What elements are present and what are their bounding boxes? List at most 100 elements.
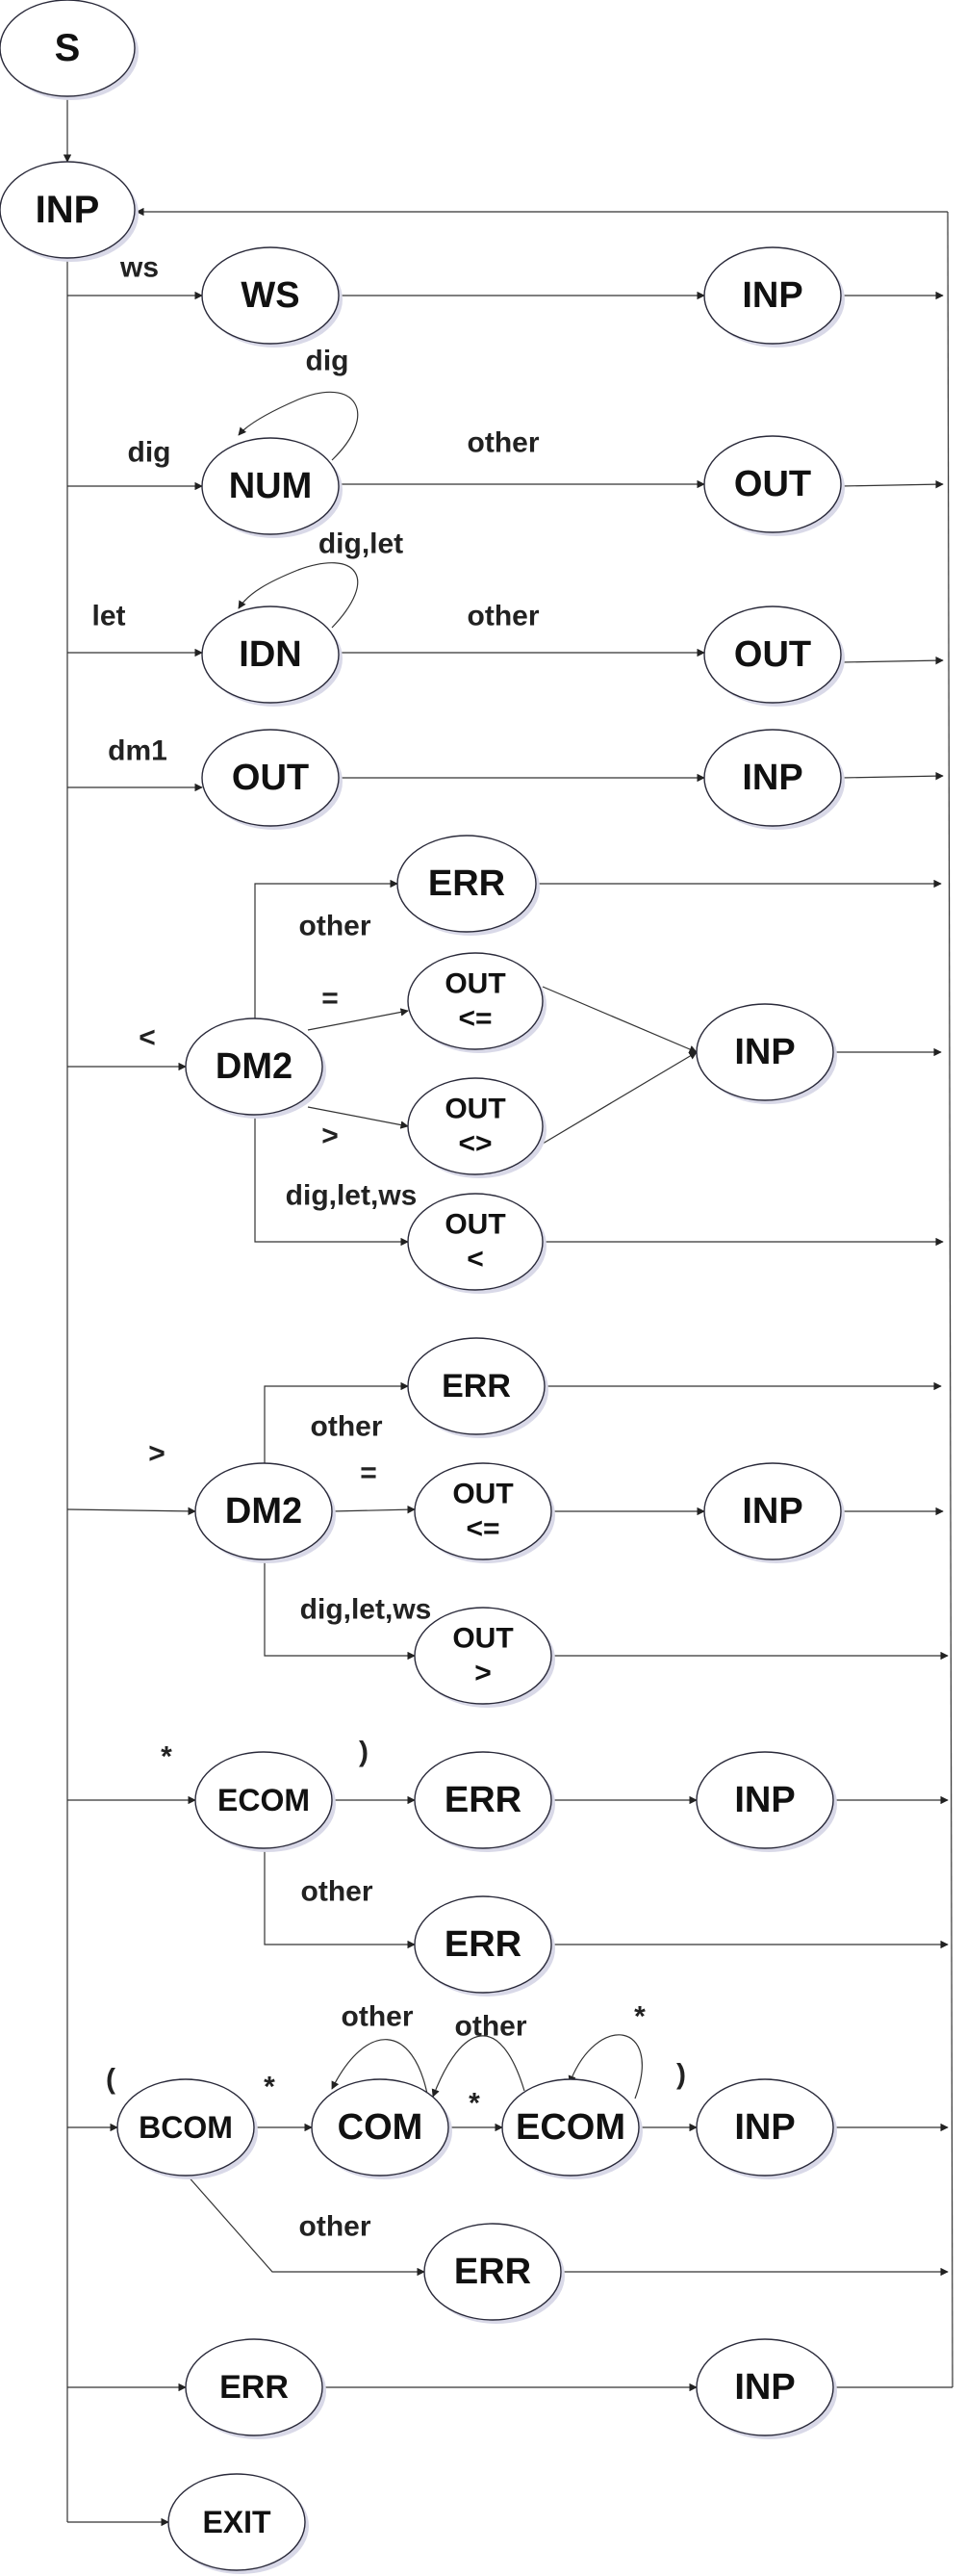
label-rparen-ecom: ) <box>359 1737 369 1768</box>
state-node-shape <box>414 1895 552 1994</box>
label-star-com: * <box>469 2088 480 2120</box>
label-rparen-bcom: ) <box>676 2059 686 2091</box>
state-node-idn: IDN <box>201 605 343 707</box>
state-node-ws: WS <box>201 246 343 348</box>
edge-idn-loop <box>238 562 359 629</box>
state-node-shape <box>703 246 842 345</box>
state-node-label: OUT <box>734 634 811 675</box>
edge-com-loop <box>331 2039 429 2099</box>
state-node-label: WS <box>241 275 299 316</box>
state-node-label: BCOM <box>139 2110 233 2145</box>
state-node-shape <box>703 605 842 704</box>
state-node-shape <box>407 952 544 1050</box>
state-node-shape <box>696 2078 834 2177</box>
state-node-shape <box>185 1018 323 1116</box>
state-node-shape <box>703 435 842 533</box>
state-node-dm2-lt: DM2 <box>185 1018 326 1119</box>
state-node-inp-ws: INP <box>703 246 845 348</box>
label-lt: < <box>139 1022 156 1054</box>
state-node-shape <box>703 1462 842 1560</box>
state-node-shape <box>116 2078 255 2177</box>
state-node-ecom2: ECOM <box>501 2078 643 2179</box>
state-node-shape <box>407 1077 544 1175</box>
state-node-label: INP <box>36 189 100 231</box>
state-node-shape <box>414 1607 552 1705</box>
state-node-inp-ecom1: INP <box>696 1751 837 1852</box>
state-node-label: OUT <box>452 1479 513 1510</box>
label-star-bcom: * <box>264 2072 275 2103</box>
label-other-ecom: other <box>301 1876 373 1908</box>
state-node-label: > <box>474 1658 492 1689</box>
state-node-label: OUT <box>445 1094 505 1125</box>
state-node-inp-dm1: INP <box>703 729 845 830</box>
state-node-label: COM <box>338 2107 423 2148</box>
state-node-shape <box>201 437 340 535</box>
edge-labels: ws dig dig other dig,let let other dm1 o… <box>91 252 686 2243</box>
edge-dm2-gt-ge <box>331 1505 416 1514</box>
state-node-err-ecom1-other: ERR <box>414 1895 555 1996</box>
state-node-shape <box>501 2078 640 2177</box>
state-node-label: < <box>467 1244 484 1275</box>
label-star-loop: * <box>634 2001 646 2033</box>
state-node-com: COM <box>311 2078 452 2179</box>
state-node-label: EXIT <box>202 2505 271 2539</box>
state-node-inp-gt: INP <box>703 1462 845 1563</box>
state-node-out-num: OUT <box>703 435 845 536</box>
state-node-shape <box>167 2473 306 2571</box>
label-lparen: ( <box>106 2064 115 2096</box>
label-star-ecom: * <box>161 1741 172 1773</box>
edge-return-right <box>947 211 953 2388</box>
state-node-shape <box>703 729 842 827</box>
state-node-label: INP <box>734 2107 795 2148</box>
state-node-label: <= <box>466 1513 499 1545</box>
label-dm1: dm1 <box>108 735 167 767</box>
label-eq-lt: = <box>321 983 339 1015</box>
state-node-shape <box>696 1751 834 1849</box>
state-node-inp-lt: INP <box>696 1003 837 1104</box>
state-node-shape <box>185 2338 323 2436</box>
state-node-label: OUT <box>232 758 309 798</box>
state-node-err-bcom: ERR <box>423 2223 565 2324</box>
edge-ne-inp-lt <box>542 1051 698 1145</box>
label-other-bcom: other <box>299 2211 371 2243</box>
state-node-label: ECOM <box>516 2107 625 2148</box>
edge-le-inp-lt <box>542 986 698 1053</box>
state-node-out-dm1: OUT <box>201 729 343 830</box>
edge-dm2-lt-err <box>254 879 398 1018</box>
state-node-shape <box>0 161 136 259</box>
state-node-label: INP <box>734 2367 795 2408</box>
label-other-num: other <box>468 427 540 459</box>
edge-num-loop <box>238 391 359 461</box>
state-node-label: ERR <box>445 1924 521 1965</box>
state-node-label: ERR <box>454 2252 531 2292</box>
edge-bcom-err <box>185 2173 425 2277</box>
state-node-label: ERR <box>445 1780 521 1820</box>
state-node-num: NUM <box>201 437 343 538</box>
state-node-err-main: ERR <box>185 2338 326 2439</box>
state-node-label: <= <box>458 1003 492 1035</box>
state-node-shape <box>696 1003 834 1101</box>
state-node-out-ge: OUT<= <box>414 1462 555 1563</box>
edge-dm2-lt-ne <box>307 1106 409 1129</box>
state-node-out-lt: OUT< <box>407 1193 547 1294</box>
state-node-label: DM2 <box>216 1046 292 1087</box>
state-node-shape <box>396 835 537 933</box>
state-node-s: S <box>0 0 139 100</box>
state-node-inp-main: INP <box>0 161 139 262</box>
edge-dm2-lt-le <box>307 1008 409 1031</box>
label-other-ecom-back: other <box>455 2011 527 2043</box>
state-node-inp-err: INP <box>696 2338 837 2439</box>
state-node-out-idn: OUT <box>703 605 845 707</box>
state-node-shape <box>194 1462 333 1560</box>
state-node-label: IDN <box>239 634 301 675</box>
state-node-label: DM2 <box>225 1491 302 1532</box>
edge-ecom2-back-com <box>431 2035 525 2098</box>
state-node-label: S <box>55 27 81 69</box>
state-node-label: ECOM <box>217 1783 310 1817</box>
state-node-shape <box>414 1751 552 1849</box>
edge-dm2-lt-out-lt <box>254 1115 409 1247</box>
label-dig-loop: dig <box>306 346 349 377</box>
state-node-label: NUM <box>229 466 313 506</box>
